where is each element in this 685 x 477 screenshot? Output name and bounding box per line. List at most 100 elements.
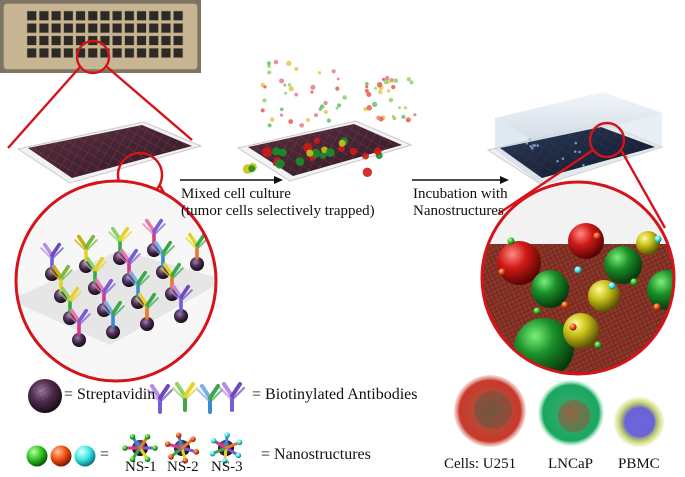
- photo-well: [51, 23, 62, 34]
- nanostructure-dot: [507, 237, 515, 245]
- trapped-cell: [295, 157, 305, 166]
- nanostructure-dot: [533, 307, 541, 315]
- cell-lncap-icon: [538, 380, 604, 446]
- photo-well: [75, 10, 86, 21]
- photo-well: [148, 35, 159, 46]
- photo-well: [87, 10, 98, 21]
- antibody-icon: [108, 226, 132, 254]
- captured-cell: [636, 231, 660, 255]
- floating-cell: [335, 86, 340, 91]
- nanostructure-dot: [593, 232, 601, 240]
- floating-cell: [310, 84, 316, 90]
- floating-cell: [283, 83, 287, 87]
- floating-cell: [374, 86, 378, 90]
- cell-lncap-label: LNCaP: [548, 456, 593, 472]
- floating-cell: [294, 92, 299, 97]
- photo-well: [173, 10, 184, 21]
- floating-cell: [286, 60, 292, 67]
- antibody-icon: [58, 286, 82, 314]
- arrow-step-2: [412, 176, 509, 184]
- floating-cell: [288, 86, 294, 92]
- floating-cell: [284, 91, 288, 95]
- captured-cell: [531, 270, 569, 308]
- photo-well: [148, 23, 159, 34]
- floating-cell: [387, 80, 391, 84]
- floating-cell: [313, 113, 319, 118]
- floating-cell: [336, 77, 340, 81]
- photo-well: [99, 23, 110, 34]
- photo-well: [63, 10, 74, 21]
- floating-cell: [326, 118, 332, 123]
- floating-cell: [376, 82, 383, 88]
- photo-well: [26, 35, 37, 46]
- caption-step-1-line-2: (tumor cells selectively trapped): [181, 203, 375, 219]
- floating-cell: [323, 109, 328, 115]
- floating-cell: [363, 107, 368, 112]
- antibody-icon: [218, 382, 246, 412]
- trapped-cell: [248, 165, 256, 173]
- photo-well: [124, 47, 135, 59]
- antibody-icon: [126, 270, 150, 298]
- arrow-step-1: [180, 176, 283, 184]
- antibody-icon: [67, 308, 91, 336]
- floating-cell: [398, 106, 401, 110]
- floating-cell: [288, 119, 294, 124]
- trapped-cell: [525, 141, 529, 145]
- floating-cell: [384, 75, 390, 81]
- floating-cell: [364, 88, 369, 93]
- floating-cell: [391, 84, 396, 90]
- floating-cell: [273, 59, 279, 65]
- floating-cell: [269, 117, 275, 122]
- photo-well: [160, 10, 171, 21]
- nanostructure-dot: [654, 235, 662, 243]
- floating-cell: [366, 91, 372, 97]
- floating-cell: [267, 64, 271, 69]
- photo-well: [38, 47, 50, 59]
- trapped-cell: [582, 163, 585, 167]
- photo-well: [99, 10, 110, 21]
- cell-u251-icon: [454, 375, 526, 447]
- zoom-callout-photo: [7, 39, 193, 149]
- floating-cell: [364, 82, 369, 86]
- legend-ns-equals: =: [100, 446, 110, 463]
- photo-well: [38, 35, 50, 46]
- antibody-icon: [101, 300, 125, 328]
- floating-cell: [366, 105, 372, 111]
- cell-pbmc-label: PBMC: [618, 456, 660, 472]
- nanostructure-dot: [608, 282, 616, 290]
- legend-ns-spheres: [26, 445, 96, 467]
- floating-cell: [287, 83, 292, 87]
- trapped-cell: [313, 137, 320, 145]
- antibody-icon: [169, 284, 193, 312]
- photo-well: [87, 47, 98, 59]
- legend-streptavidin-icon: [28, 379, 62, 413]
- floating-cell: [262, 98, 267, 103]
- floating-cell: [372, 101, 378, 108]
- antibody-icon: [160, 262, 184, 290]
- photo-well: [38, 10, 50, 21]
- floating-cell: [310, 90, 314, 94]
- floating-cell: [267, 123, 272, 128]
- legend-ns-2-label: NS-2: [167, 459, 199, 475]
- streptavidin-sphere: [174, 309, 188, 323]
- photo-well: [148, 10, 159, 21]
- legend-streptavidin-label: = Streptavidin: [64, 386, 156, 403]
- trapped-cell: [578, 150, 581, 154]
- floating-cell: [299, 123, 305, 128]
- floating-cell: [335, 106, 339, 110]
- trapped-cell: [278, 148, 287, 157]
- antibody-icon: [135, 292, 159, 320]
- photo-well: [124, 23, 135, 34]
- cell-u251-label: Cells: U251: [444, 456, 517, 472]
- nanostructure-dot: [653, 303, 661, 311]
- nanostructure-dot: [630, 278, 638, 286]
- nanostructure-dot: [594, 341, 602, 349]
- legend-antibodies-label: = Biotinylated Antibodies: [252, 386, 418, 403]
- floating-cell: [391, 114, 395, 118]
- floating-cell: [365, 85, 369, 89]
- zoom-callout-nanostructures: [497, 121, 667, 229]
- photo-well: [112, 35, 123, 46]
- photo-well: [160, 35, 171, 46]
- streptavidin-sphere: [140, 317, 154, 331]
- legend-antibodies-icon: [146, 382, 246, 414]
